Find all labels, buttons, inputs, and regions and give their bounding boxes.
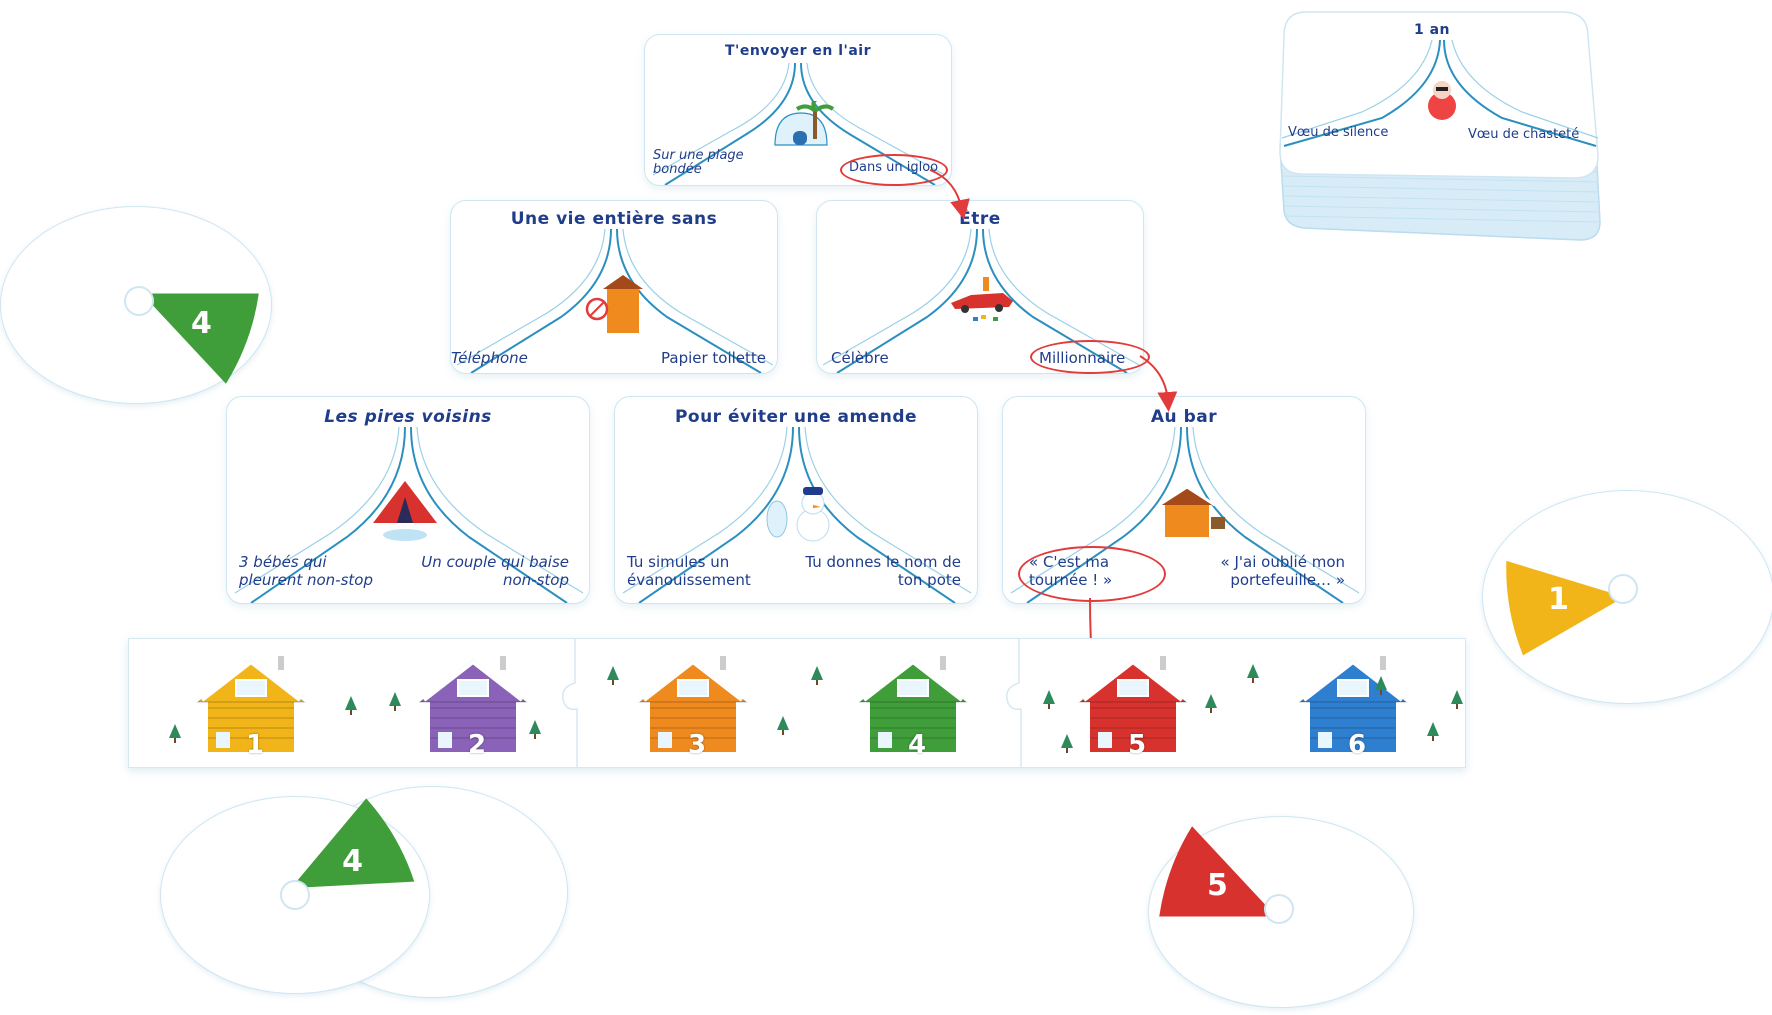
disc-number: 5 [1206,868,1228,904]
tree-icon [1375,676,1387,695]
outhouse-icon [585,275,643,333]
igloo-icon [774,101,835,146]
player-disc-4[interactable]: 5 [1148,816,1414,1008]
deck-stack [1279,11,1601,241]
card-vie-entiere-sans[interactable]: Une vie entière sans Téléphone Papier to… [450,200,778,374]
tree-icon [1427,722,1439,741]
selection-circle [1030,340,1150,374]
disc-number: 4 [191,305,212,341]
card-right-option: Tu donnes le nom de ton pote [805,553,961,589]
cabin-icon [1078,656,1188,752]
cabin-icon [418,656,528,752]
tree-icon [389,692,401,711]
player-disc-3[interactable]: 4 [160,796,430,994]
disc-wedge [1159,826,1294,924]
tree-icon [345,696,357,715]
card-right-option: « J'ai oublié mon portefeuille… » [1220,553,1345,589]
card-left-option: Téléphone [451,349,528,367]
cabin-number: 4 [908,730,927,760]
card-title: Les pires voisins [324,407,492,427]
tree-icon [811,666,823,685]
cabin-5[interactable]: 5 [1078,652,1188,760]
cabin-number: 2 [468,730,487,760]
disc-wedge [280,798,415,910]
card-right-option: Papier toilette [661,349,767,367]
card-left-option: 3 bébés qui pleurent non-stop [239,553,373,589]
cabin-4[interactable]: 4 [858,652,968,760]
cabin-3[interactable]: 3 [638,652,748,760]
player-disc-2[interactable]: 1 [1482,490,1772,704]
cabin-board [128,638,1466,768]
cabin-icon [858,656,968,752]
card-title: Une vie entière sans [510,209,718,229]
sports-car-icon [951,277,1013,321]
card-eviter-une-amende[interactable]: Pour éviter une amende Tu simules un éva… [614,396,978,604]
tree-icon [1043,690,1055,709]
card-pires-voisins[interactable]: Les pires voisins 3 bébés qui pleurent n… [226,396,590,604]
tree-icon [777,716,789,735]
monk-icon [1428,92,1456,120]
disc-wedge [124,286,259,384]
tree-icon [1061,734,1073,753]
card-left-option: Sur une plage bondée [653,148,744,177]
deck-title: 1 an [1413,22,1451,38]
cabin-icon [638,656,748,752]
disc-number: 4 [342,844,364,879]
cabin-number: 1 [246,730,265,760]
tree-icon [169,724,181,743]
disc-wedge [1506,560,1638,656]
card-title: Au bar [1150,407,1218,427]
card-title: T'envoyer en l'air [724,43,871,59]
player-disc-1[interactable]: 4 [0,206,272,404]
selection-circle [1018,546,1166,602]
tree-icon [1247,664,1259,683]
disc-number: 1 [1548,582,1569,618]
tree-icon [607,666,619,685]
cabin-number: 5 [1128,730,1147,760]
card-deck[interactable]: 1 an Vœu de silence Vœu de chasteté [1262,6,1602,246]
snowman-police-icon [766,487,830,542]
card-left-option: Célèbre [831,349,889,367]
card-left-option: Tu simules un évanouissement [627,553,751,589]
deck-left-option: Vœu de silence [1288,125,1389,140]
tent-icon [373,481,437,541]
cabin-number: 3 [688,730,707,760]
tree-icon [1451,690,1463,709]
cabin-2[interactable]: 2 [418,652,528,760]
cabin-6[interactable]: 6 [1298,652,1408,760]
tree-icon [1205,694,1217,713]
selection-circle [840,154,948,186]
cabin-1[interactable]: 1 [196,652,306,760]
tree-icon [529,720,541,739]
card-right-option: Un couple qui baise non-stop [421,553,569,589]
cabin-icon [196,656,306,752]
card-title: Pour éviter une amende [674,407,918,427]
deck-right-option: Vœu de chasteté [1468,127,1580,142]
bar-hut-icon [1158,485,1225,537]
cabin-number: 6 [1348,730,1367,760]
